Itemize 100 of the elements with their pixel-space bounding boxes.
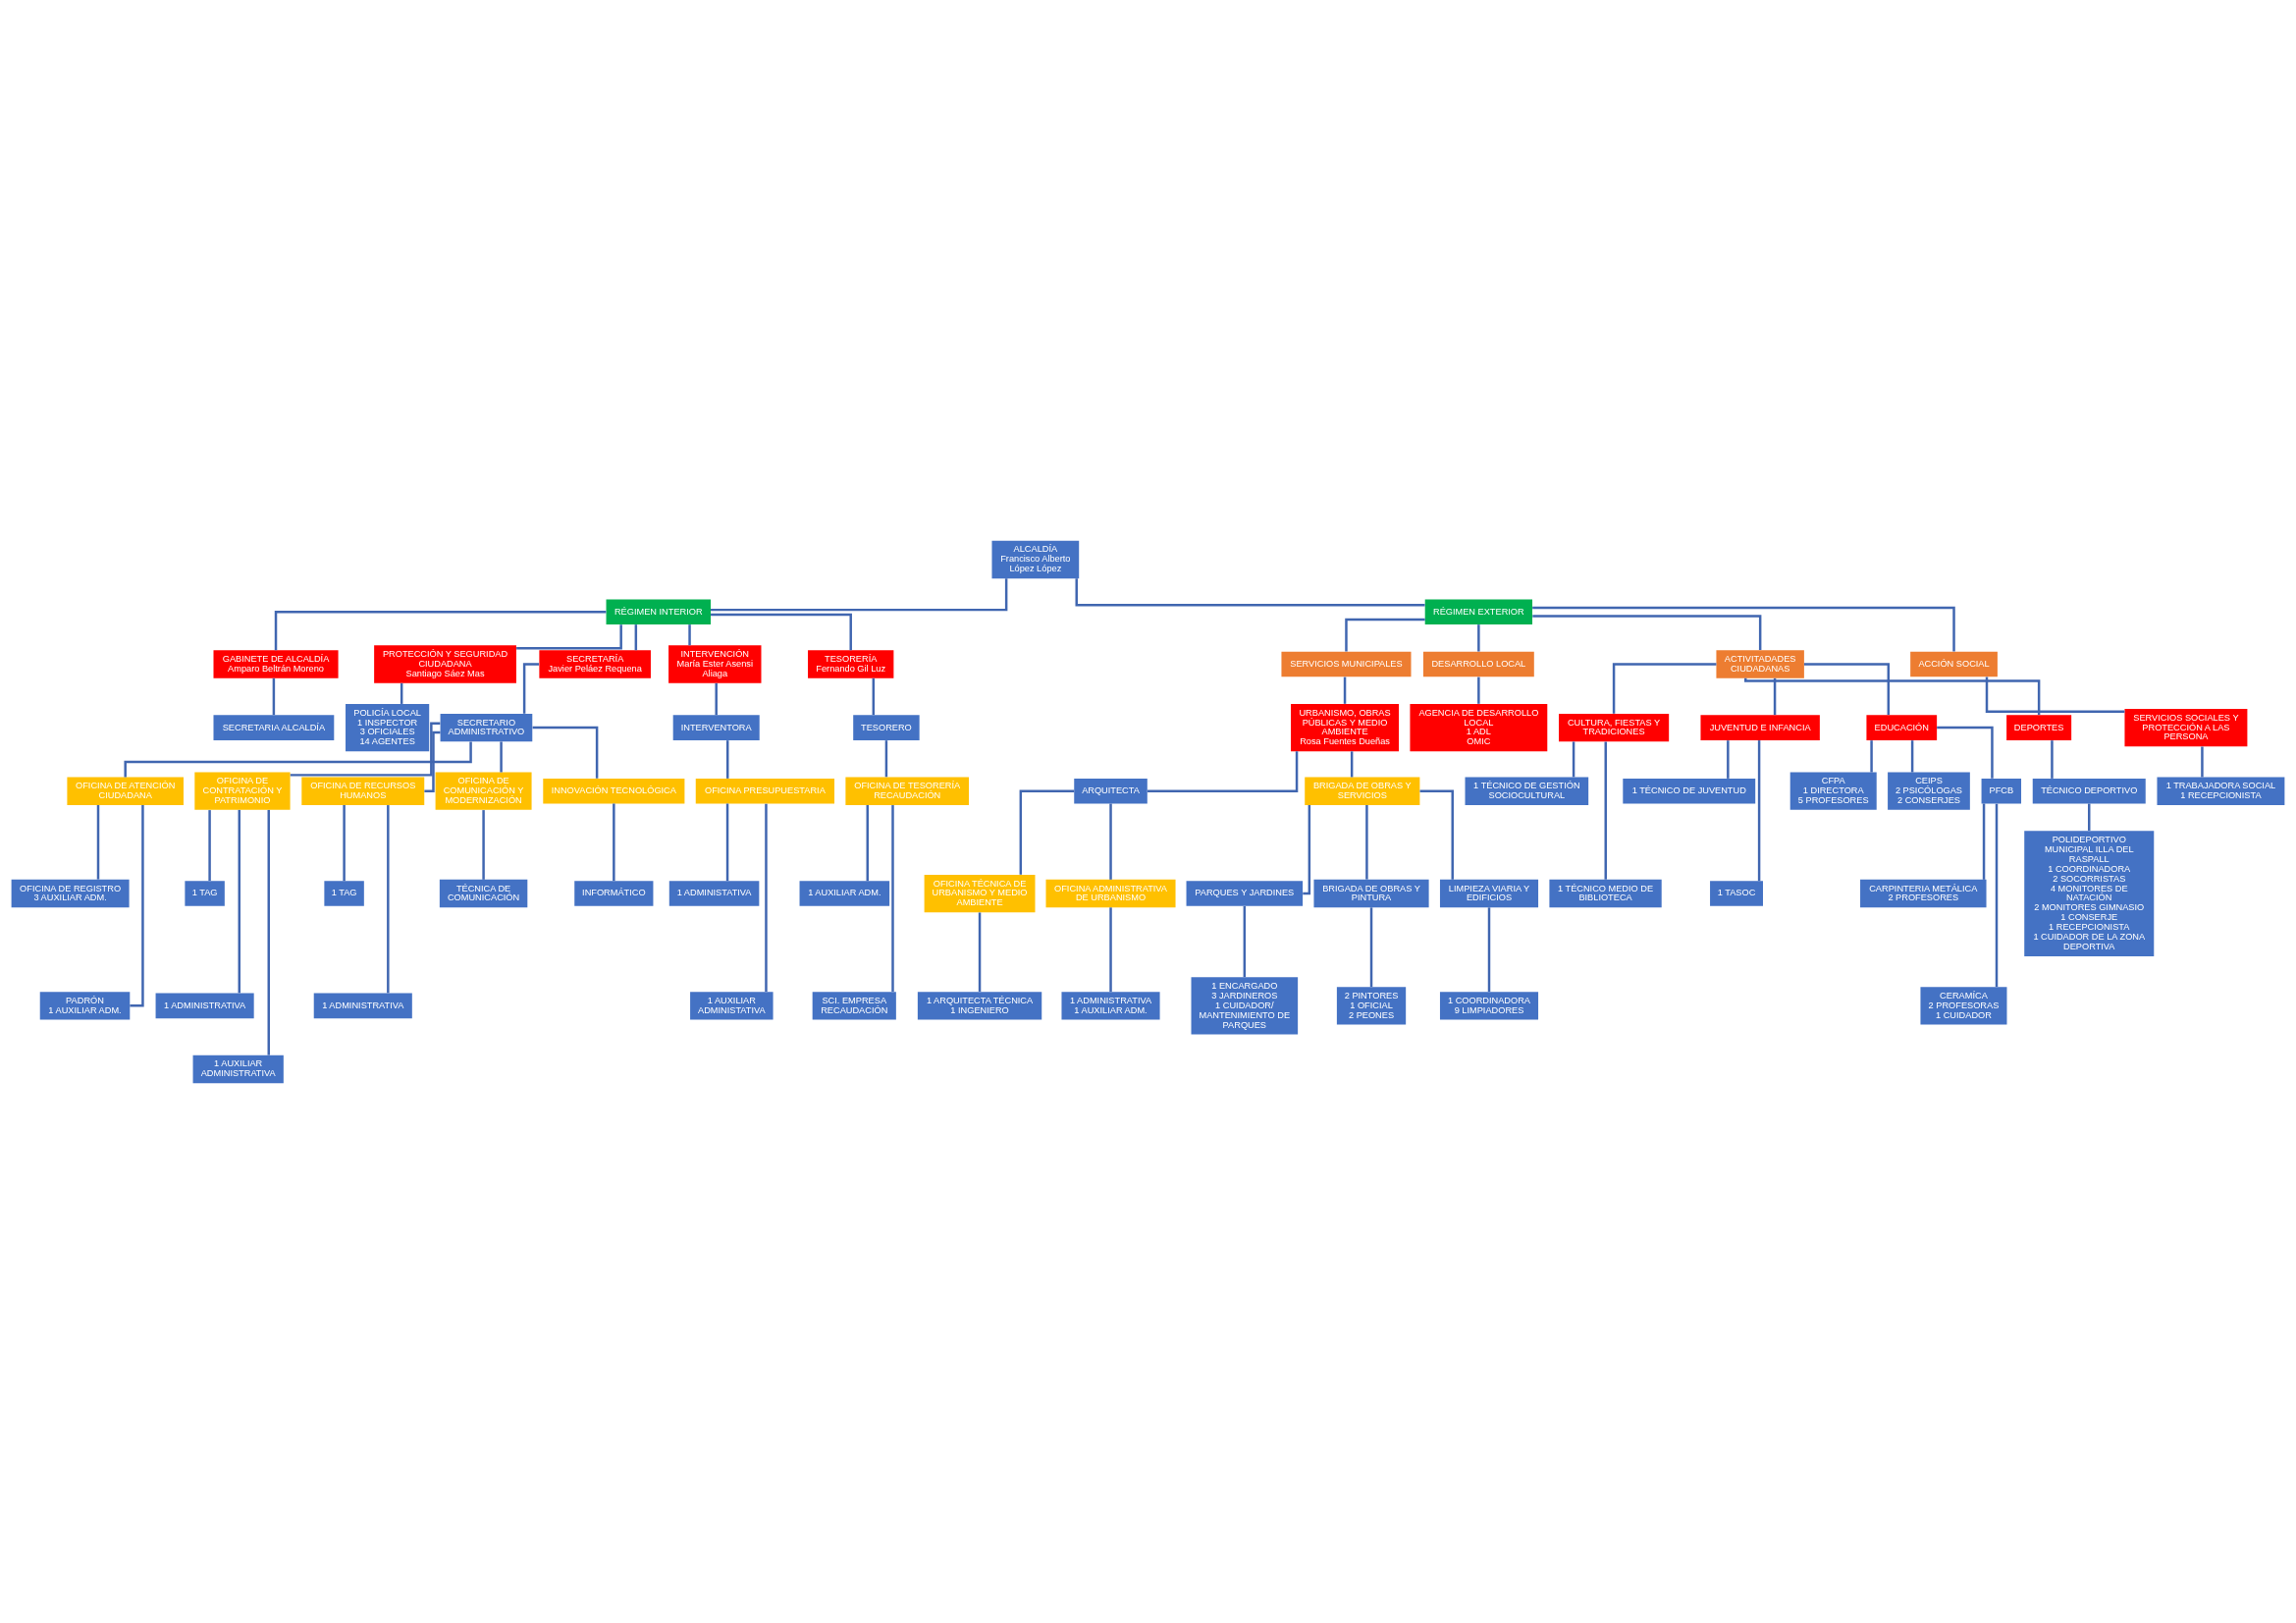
connector xyxy=(124,740,472,777)
connector xyxy=(1419,788,1454,880)
connector xyxy=(343,804,346,881)
node-box: OFICINA DE REGISTRO 3 AUXILIAR ADM. xyxy=(11,879,130,907)
connector xyxy=(1985,676,2125,713)
connector xyxy=(1604,741,1607,880)
connector xyxy=(1982,803,1986,880)
connector xyxy=(96,804,100,880)
node-box: 1 AUXILIAR ADMINISTATIVA xyxy=(690,991,774,1020)
node-box: BRIGADA DE OBRAS Y PINTURA xyxy=(1313,879,1429,907)
node-box: 1 ADMINISTATIVA xyxy=(668,880,760,906)
connector xyxy=(516,623,622,649)
connector xyxy=(1147,750,1299,792)
node-box: 2 PINTORES 1 OFICIAL 2 PEONES xyxy=(1336,986,1407,1025)
connector xyxy=(1937,726,1994,779)
connector xyxy=(1109,803,1112,880)
node-box: URBANISMO, OBRAS PÚBLICAS Y MEDIO AMBIENTE Rosa Fuentes Dueñas xyxy=(1291,703,1400,751)
connector xyxy=(765,803,768,992)
node-box: PFCB xyxy=(1981,778,2022,803)
connector xyxy=(1487,906,1491,992)
node-box: OFICINA DE RECURSOS HUMANOS xyxy=(301,777,425,805)
node-box: JUVENTUD E INFANCIA xyxy=(1700,714,1820,740)
connector xyxy=(1995,803,1999,987)
connector xyxy=(290,722,441,777)
node-box: 1 TAG xyxy=(324,880,364,906)
connector xyxy=(1019,788,1075,875)
node-box: EDUCACIÓN xyxy=(1866,714,1938,740)
node-box: 1 TASOC xyxy=(1710,880,1763,906)
node-box: INTERVENCIÓN María Ester Asensi Aliaga xyxy=(668,644,762,683)
node-box: SECRETARIA ALCALDÍA xyxy=(213,714,335,740)
node-box: ACCIÓN SOCIAL xyxy=(1910,651,1998,676)
connector xyxy=(1343,676,1347,704)
node-box: 1 AUXILIAR ADM. xyxy=(799,880,890,906)
node-box: CEIPS 2 PSICÓLOGAS 2 CONSERJES xyxy=(1888,772,1970,810)
connector xyxy=(482,809,485,880)
node-box: AGENCIA DE DESARROLLO LOCAL 1 ADL OMIC xyxy=(1410,703,1548,751)
connector xyxy=(1369,906,1373,987)
node-box: 1 ENCARGADO 3 JARDINEROS 1 CUIDADOR/ MANTENIMIENTO DE PARQUES xyxy=(1191,976,1299,1034)
connector xyxy=(711,613,852,650)
node-box: LIMPIEZA VIARIA Y EDIFICIOS xyxy=(1439,879,1539,907)
connector xyxy=(1350,750,1354,777)
node-box: CFPA 1 DIRECTORA 5 PROFESORES xyxy=(1789,772,1877,810)
node-box: 1 ADMINISTRATIVA xyxy=(155,993,254,1018)
connector xyxy=(1572,740,1575,777)
node-box: ARQUITECTA xyxy=(1074,778,1148,803)
node-box: 1 ADMINISTRATIVA xyxy=(313,993,412,1018)
connector xyxy=(522,662,540,714)
node-box: ALCALDÍA Francisco Alberto López López xyxy=(991,540,1080,578)
connector xyxy=(400,682,403,704)
node-box: BRIGADA DE OBRAS Y SERVICIOS xyxy=(1305,777,1420,805)
node-box: ACTIVITADADES CIUDADANAS xyxy=(1716,649,1804,678)
node-box: TESORERÍA Fernando Gil Luz xyxy=(808,649,894,678)
connector xyxy=(872,677,876,715)
connector xyxy=(130,804,144,1007)
node-box: TESORERO xyxy=(853,714,920,740)
node-box: OFICINA DE ATENCIÓN CIUDADANA xyxy=(67,777,184,805)
connector xyxy=(891,804,894,992)
node-box: 1 TRABAJADORA SOCIAL 1 RECEPCIONISTA xyxy=(2157,777,2285,805)
connector xyxy=(1870,739,1873,772)
connector xyxy=(2051,739,2054,779)
node-box: SECRETARÍA Javier Peláez Requena xyxy=(539,649,651,678)
node-box: RÉGIMEN EXTERIOR xyxy=(1424,598,1532,624)
connector xyxy=(1727,739,1730,779)
connector xyxy=(1477,623,1480,652)
connector xyxy=(1365,804,1368,880)
connector xyxy=(1744,677,2041,715)
node-box: TÉCNICA DE COMUNICACIÓN xyxy=(439,879,528,907)
connector xyxy=(1757,739,1761,881)
connector xyxy=(267,809,270,1055)
node-box: INNOVACIÓN TECNOLÓGICA xyxy=(543,778,685,803)
connector xyxy=(2088,803,2091,831)
connector xyxy=(274,610,607,650)
connector xyxy=(1612,662,1717,714)
node-box: 1 TÉCNICO DE GESTIÓN SOCIOCULTURAL xyxy=(1465,777,1589,805)
connector xyxy=(387,804,390,993)
node-box: OFICINA DE TESORERÍA RECAUDACIÓN xyxy=(845,777,970,805)
connector xyxy=(1345,618,1425,652)
node-box: 1 TAG xyxy=(185,880,225,906)
node-box: PARQUES Y JARDINES xyxy=(1186,880,1304,906)
node-box: TÉCNICO DEPORTIVO xyxy=(2032,778,2146,803)
node-box: CERAMÍCA 2 PROFESORAS 1 CUIDADOR xyxy=(1920,986,2007,1025)
connector xyxy=(634,623,638,650)
node-box: 1 TÉCNICO DE JUVENTUD xyxy=(1623,778,1756,803)
node-box: SERVICIOS MUNICIPALES xyxy=(1281,651,1412,676)
connector xyxy=(424,730,441,792)
connector xyxy=(500,740,503,772)
node-box: SERVICIOS SOCIALES Y PROTECCIÓN A LAS PERSONA xyxy=(2124,708,2248,746)
connector xyxy=(208,809,211,881)
connector xyxy=(532,726,599,779)
node-box: INTERVENTORA xyxy=(672,714,760,740)
connector xyxy=(613,803,615,881)
connector xyxy=(1303,804,1311,894)
connector xyxy=(866,804,869,881)
node-box: INFORMÁTICO xyxy=(574,880,654,906)
connector xyxy=(1243,905,1247,977)
node-box: OFICINA DE CONTRATACIÓN Y PATRIMONIO xyxy=(194,772,291,810)
connector xyxy=(1532,606,1955,651)
node-box: 1 TÉCNICO MEDIO DE BIBLIOTECA xyxy=(1549,879,1662,907)
node-box: SCI. EMPRESA RECAUDACIÓN xyxy=(812,991,896,1020)
node-box: OFICINA PRESUPUESTARIA xyxy=(695,778,835,803)
